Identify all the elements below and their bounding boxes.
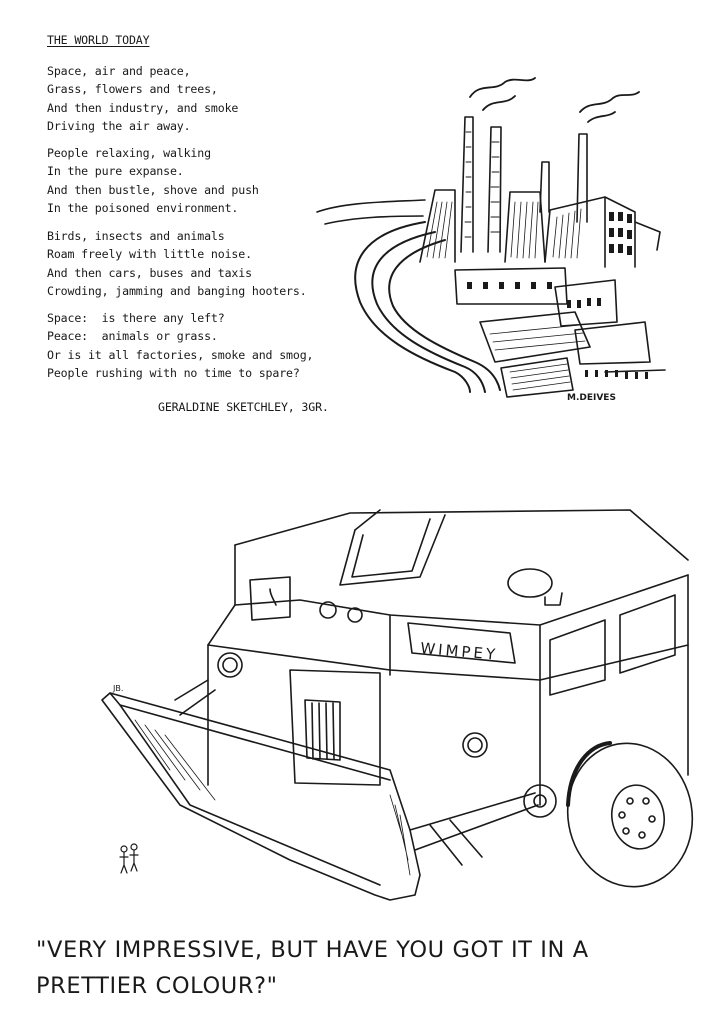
beacon-light [507, 568, 563, 606]
bulldozer-blade [101, 692, 421, 901]
building-shading [426, 201, 582, 259]
wheel [566, 741, 694, 888]
poem-title: THE WORLD TODAY [47, 33, 150, 47]
poem-line: Peace: animals or grass. [47, 329, 218, 344]
blade-arm [174, 679, 557, 866]
nameplate: WIMPEY [407, 622, 516, 664]
poem-stanza: Space, air and peace, Grass, flowers and… [47, 62, 238, 135]
headlight [217, 652, 488, 758]
cab-roof [234, 509, 689, 606]
poem-author: GERALDINE SKETCHLEY, 3GR. [158, 400, 329, 414]
factory-building [419, 189, 661, 268]
poem-line: People relaxing, walking [47, 146, 211, 160]
road [354, 221, 501, 393]
poem-line: Space: is there any left? [47, 311, 225, 325]
poem-line: People rushing with no time to spare? [47, 365, 300, 380]
blade-shading [134, 719, 411, 876]
factory-windows [609, 212, 632, 255]
poem-line: Roam freely with little noise. [47, 247, 252, 262]
smoke-plume [469, 77, 640, 123]
factory-illustration: M.DEIVES [316, 77, 666, 403]
chimney [460, 116, 588, 253]
horizon [316, 199, 426, 225]
poem-line: And then cars, buses and taxis [47, 265, 252, 280]
lower-building-shading [489, 324, 586, 391]
bulldozer-illustration: WIMPEY [101, 509, 694, 901]
cab-window [549, 594, 676, 696]
poem-line: In the poisoned environment. [47, 200, 239, 215]
poem-line: Crowding, jamming and banging hooters. [47, 283, 307, 298]
engine-grille [289, 669, 381, 786]
chimney-shading [464, 131, 500, 238]
poem-line: Grass, flowers and trees, [47, 82, 218, 97]
cartoon-caption: "Very impressive, but have you got it in… [36, 937, 589, 999]
poem-line: Space, air and peace, [47, 64, 191, 78]
lower-building-windows [467, 282, 648, 379]
poem-stanza: Birds, insects and animals Roam freely w… [47, 227, 307, 300]
poem-line: And then bustle, shove and push [47, 182, 259, 197]
poem-stanza: People relaxing, walking In the pure exp… [47, 144, 259, 217]
vehicle-body [207, 574, 689, 806]
vehicle-name: WIMPEY [420, 639, 499, 664]
poem-line: Or is it all factories, smoke and smog, [47, 347, 314, 362]
illustrator-signature: M.DEIVES [567, 393, 616, 403]
poem-line: And then industry, and smoke [47, 100, 239, 115]
poem-stanza: Space: is there any left? Peace: animals… [47, 309, 314, 382]
tiny-people [119, 843, 139, 874]
poem-line: In the pure expanse. [47, 164, 184, 179]
artist-initials: JB. [112, 684, 123, 693]
poem-line: Birds, insects and animals [47, 229, 225, 243]
poem-line: Driving the air away. [47, 118, 191, 133]
dashboard-dials [319, 601, 363, 623]
